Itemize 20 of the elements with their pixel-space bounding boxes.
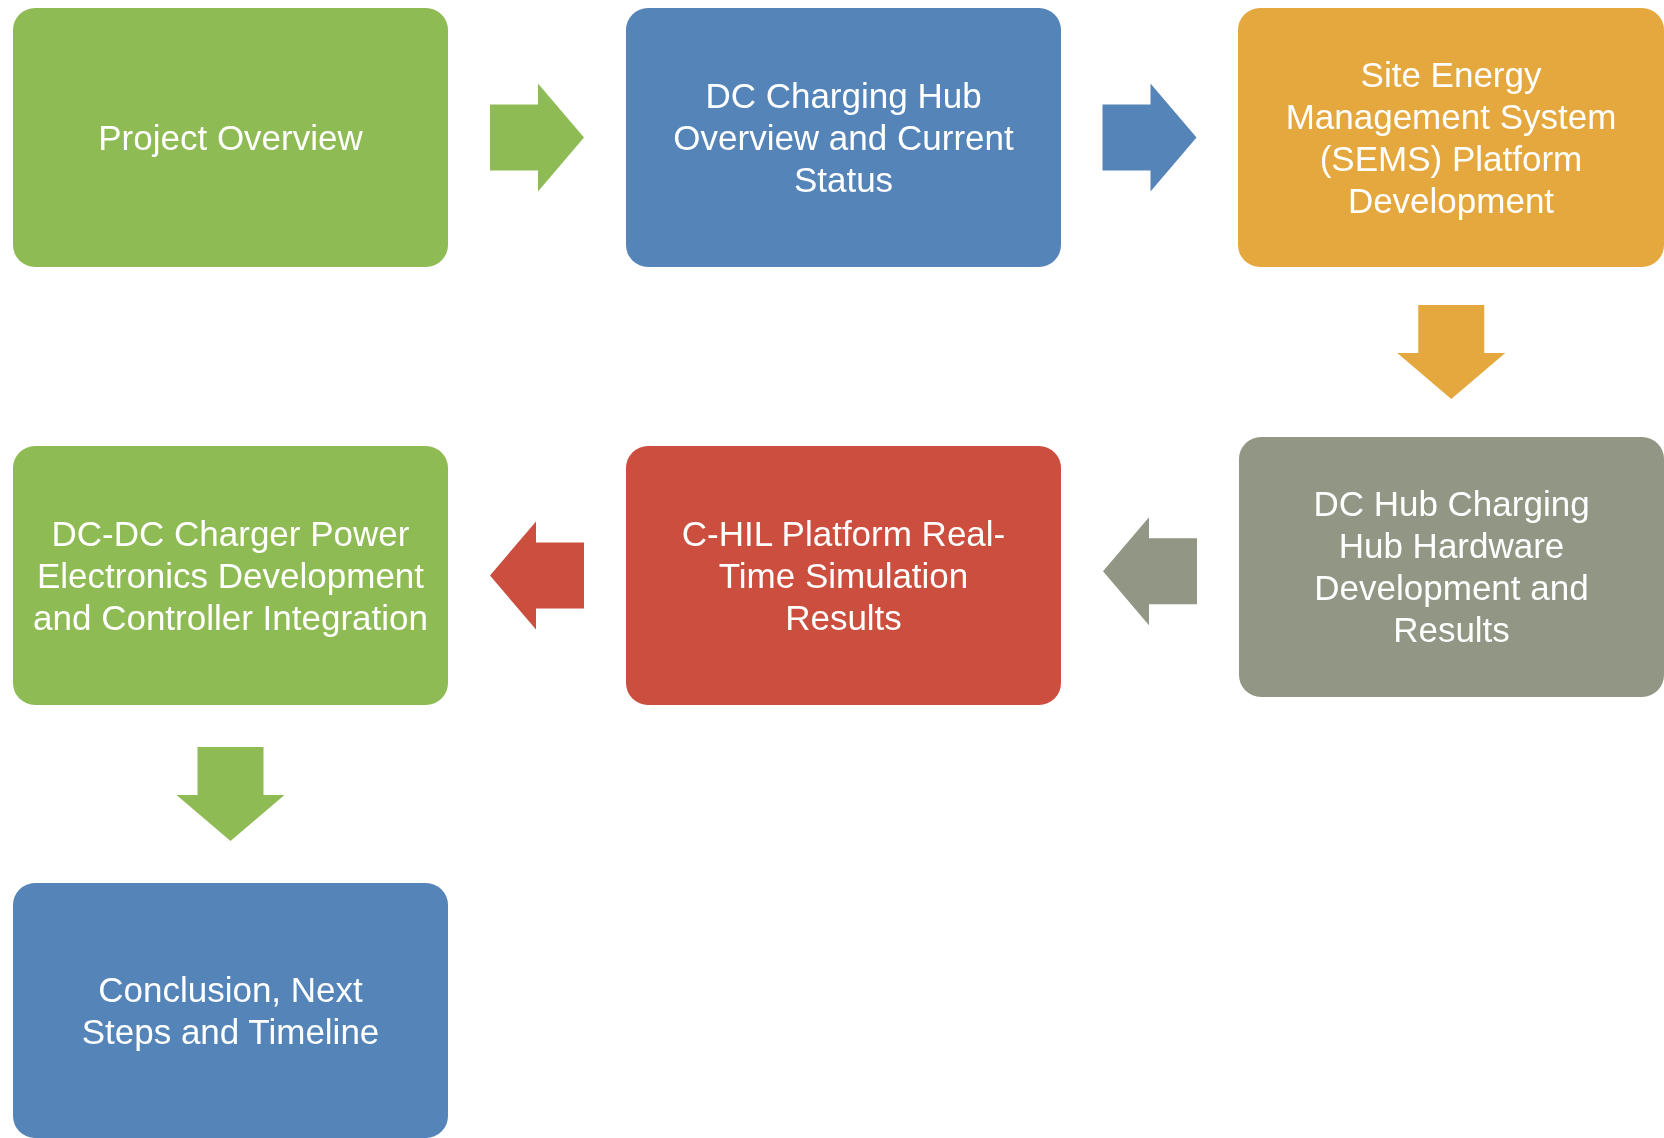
block-arrow: [1103, 517, 1197, 626]
box-label: Project Overview: [98, 116, 363, 159]
box-label: Site Energy Management System (SEMS) Platform Development: [1284, 53, 1618, 222]
process-box: [626, 446, 1061, 705]
process-box: [13, 8, 448, 267]
block-arrow: [1397, 305, 1506, 399]
process-box: [13, 883, 448, 1138]
block-arrow: [176, 747, 285, 841]
box-label: DC Charging Hub Overview and Current Status: [672, 74, 1015, 201]
box-label: DC-DC Charger Power Electronics Development and Controller Integration: [32, 512, 429, 639]
block-arrow: [490, 521, 584, 630]
box-label: DC Hub Charging Hub Hardware Development and Results: [1312, 483, 1591, 651]
block-arrow: [1102, 83, 1197, 192]
box-label: C-HIL Platform Real-Time Simulation Results: [680, 512, 1007, 639]
process-box: [626, 8, 1061, 267]
process-box: [1239, 437, 1664, 697]
process-box: [13, 446, 448, 705]
box-label: Conclusion, Next Steps and Timeline: [80, 968, 381, 1053]
process-box: [1238, 8, 1664, 267]
block-arrow: [490, 83, 584, 192]
